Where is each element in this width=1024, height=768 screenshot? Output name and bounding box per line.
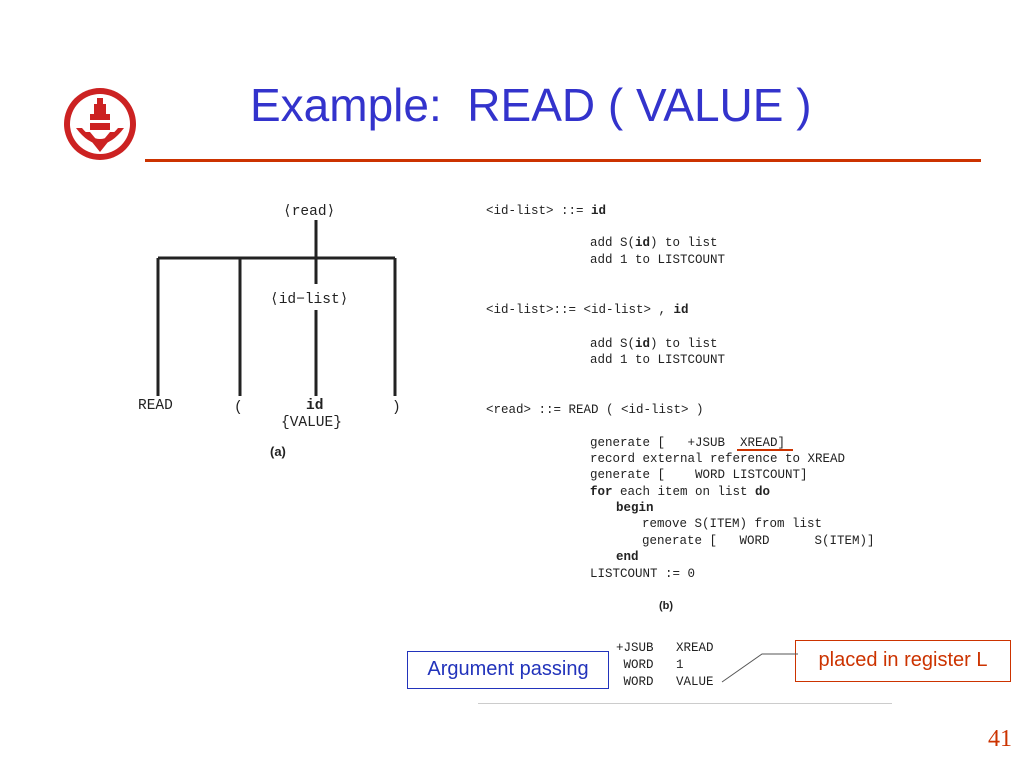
code-line-generate-item: generate [ WORD S(ITEM)] xyxy=(642,534,875,548)
tree-leaf-value: {VALUE} xyxy=(281,415,342,431)
title-divider xyxy=(145,159,981,162)
output-line-word-1: WORD 1 xyxy=(616,658,684,672)
code-line-record-external: record external reference to XREAD xyxy=(590,452,846,466)
output-divider xyxy=(478,703,892,704)
code-line-end: end xyxy=(616,550,639,564)
xread-underline xyxy=(737,449,793,451)
tree-root-read: ⟨read⟩ xyxy=(283,204,336,220)
tree-leaf-id: id xyxy=(306,398,324,414)
register-l-callout: placed in register L xyxy=(795,640,1011,682)
tree-leaf-lparen: ( xyxy=(234,400,243,416)
tree-leaf-read: READ xyxy=(138,398,173,414)
code-line-begin: begin xyxy=(616,501,654,515)
tree-leaf-rparen: ) xyxy=(392,400,401,416)
rule-read: <read> ::= READ ( <id-list> ) xyxy=(486,403,704,417)
code-line-listcount-reset: LISTCOUNT := 0 xyxy=(590,567,696,581)
argument-passing-callout: Argument passing xyxy=(407,651,609,689)
rule2-action-add: add S(id) to list xyxy=(590,337,718,351)
code-line-for: for each item on list do xyxy=(590,485,771,499)
rule1-action-count: add 1 to LISTCOUNT xyxy=(590,253,726,267)
code-line-generate-jsub: generate [ +JSUB XREAD] xyxy=(590,436,786,450)
rule1-action-add: add S(id) to list xyxy=(590,236,718,250)
rule-id-list-base: <id-list> ::= id xyxy=(486,204,607,218)
rule2-action-count: add 1 to LISTCOUNT xyxy=(590,353,726,367)
university-logo xyxy=(60,84,140,164)
parse-tree-lines xyxy=(156,220,397,396)
page-number: 41 xyxy=(988,726,1012,752)
tree-caption: (a) xyxy=(270,444,286,459)
rule-id-list-recursive: <id-list>::= <id-list> , id xyxy=(486,303,689,317)
code-caption: (b) xyxy=(659,600,674,612)
output-line-jsub: +JSUB XREAD xyxy=(616,641,714,655)
output-line-word-value: WORD VALUE xyxy=(616,675,714,689)
tree-node-id-list: ⟨id−list⟩ xyxy=(268,291,351,308)
slide-title: Example: READ ( VALUE ) xyxy=(250,79,812,131)
code-line-remove: remove S(ITEM) from list xyxy=(642,517,823,531)
callout-connector xyxy=(721,653,798,683)
code-line-generate-word: generate [ WORD LISTCOUNT] xyxy=(590,468,808,482)
